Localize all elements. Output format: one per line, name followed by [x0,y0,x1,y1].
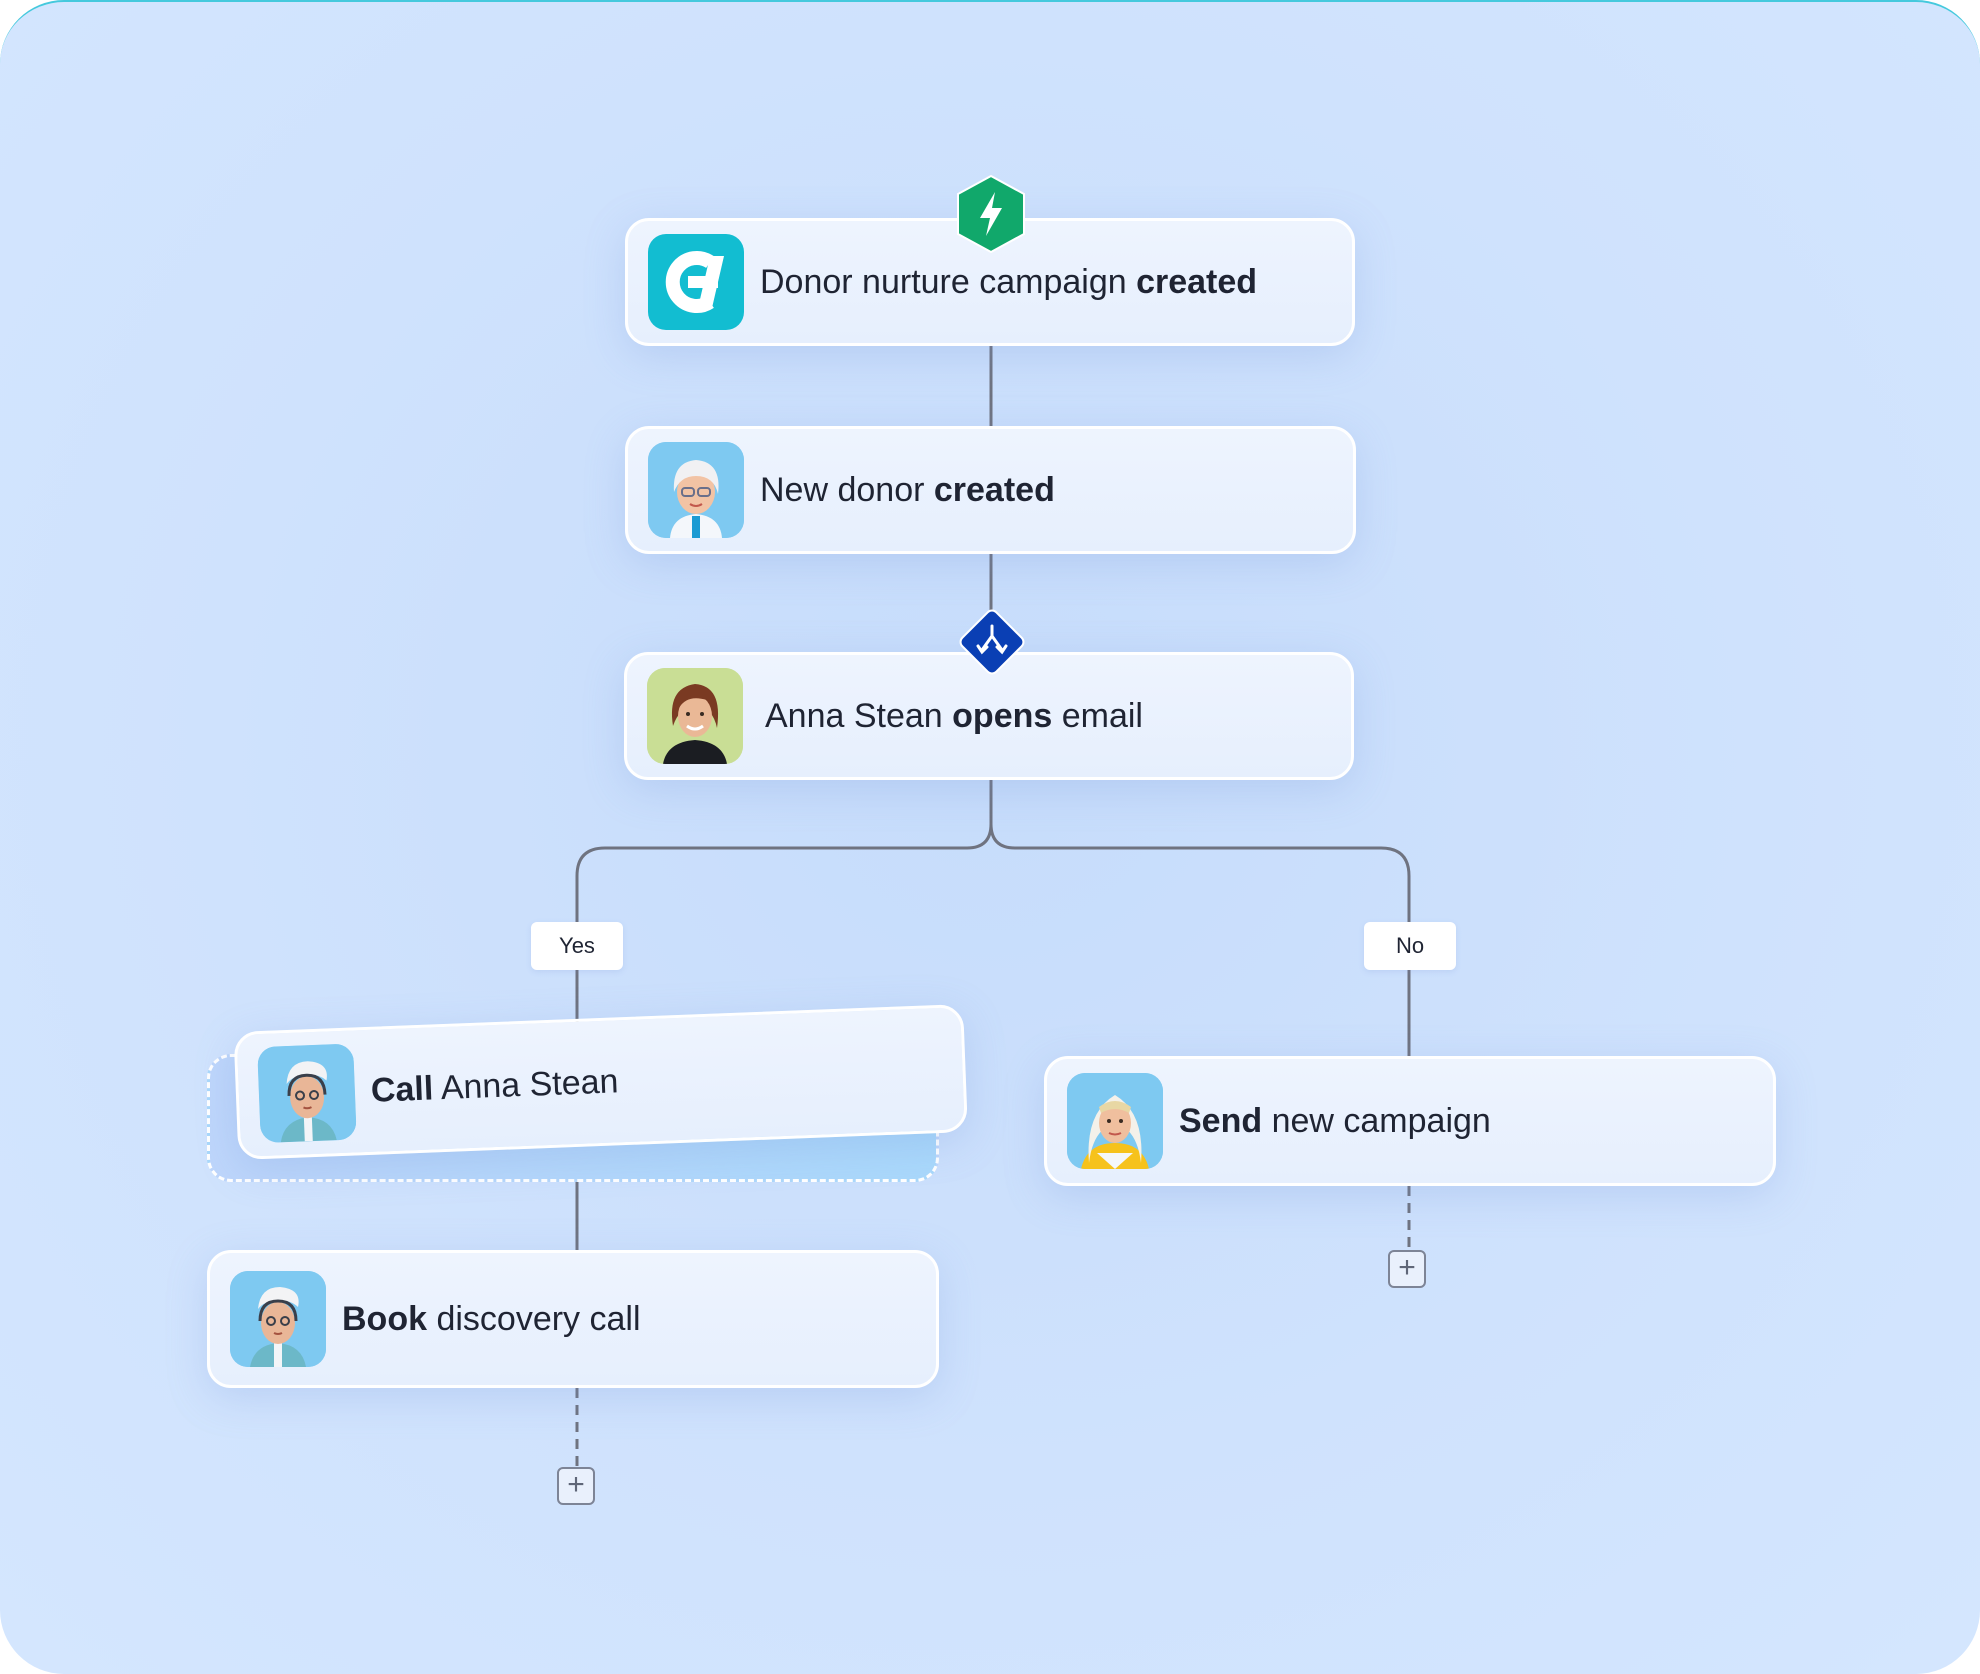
add-step-yes-button[interactable]: + [557,1467,595,1505]
caller-avatar [257,1043,357,1144]
app-logo-icon [648,234,744,330]
send-label: Send new campaign [1179,1101,1491,1140]
book-card[interactable]: Book discovery call [207,1250,939,1388]
branch-no-label: No [1364,922,1456,970]
call-card[interactable]: Call Anna Stean [233,1004,968,1160]
sender-avatar [1067,1073,1163,1169]
split-arrows-icon [959,609,1025,675]
booker-avatar [230,1271,326,1367]
lightning-icon [957,174,1025,254]
anna-stean-avatar [647,668,743,764]
new-donor-label: New donor created [760,470,1055,509]
opens-email-card[interactable]: Anna Stean opens email [624,652,1354,780]
add-step-no-button[interactable]: + [1388,1250,1426,1288]
new-donor-card[interactable]: New donor created [625,426,1356,554]
trigger-label: Donor nurture campaign created [760,262,1258,301]
book-label: Book discovery call [342,1299,641,1338]
call-label: Call Anna Stean [370,1061,620,1110]
branch-badge [952,602,1032,682]
connector-branch [575,778,1411,1058]
trigger-badge [956,174,1026,254]
branch-yes-label: Yes [531,922,623,970]
send-card[interactable]: Send new campaign [1044,1056,1776,1186]
opens-email-label: Anna Stean opens email [765,696,1143,735]
trigger-card[interactable]: Donor nurture campaign created [625,218,1355,346]
donor-avatar [648,442,744,538]
